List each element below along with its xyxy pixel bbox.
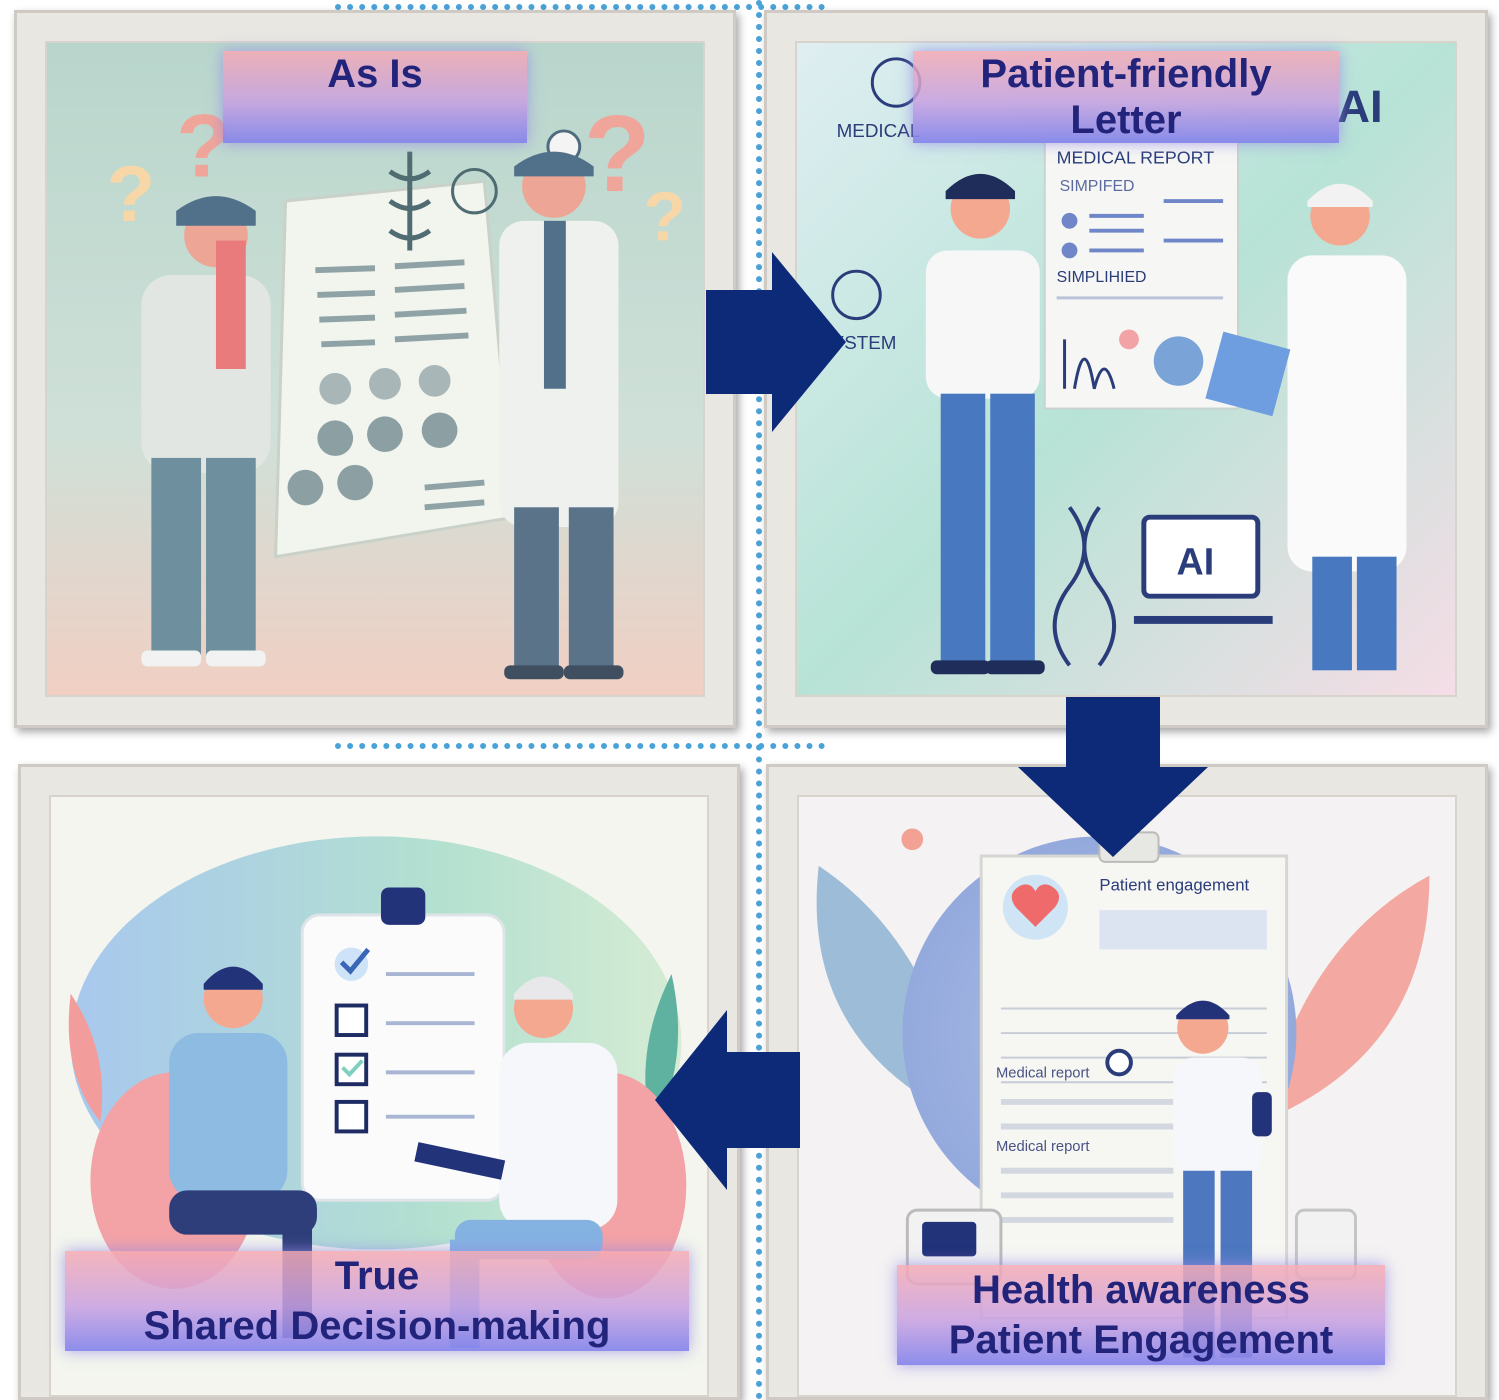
health-awareness-title-line2: Patient Engagement xyxy=(948,1318,1334,1362)
patient-figure xyxy=(925,173,1045,675)
system-label: YSTEM xyxy=(832,332,897,353)
heart-checkbox-icon xyxy=(334,1099,369,1134)
patient-figure xyxy=(169,966,317,1338)
caduceus-icon xyxy=(388,151,432,251)
health-awareness-title: Health awareness Patient Engagement xyxy=(897,1265,1385,1365)
heartbeat-icon xyxy=(831,269,882,321)
as-is-illustration: ? ? ? ? xyxy=(45,41,705,697)
ai-corner-label: AI xyxy=(1337,81,1383,132)
patient-friendly-title-line1: Patient-friendly xyxy=(980,52,1272,96)
dotted-divider-top xyxy=(335,4,825,10)
medical-report-label: Medical report xyxy=(996,1065,1090,1081)
panel-shared-decision-making: True Shared Decision-making xyxy=(18,764,740,1400)
dna-icon xyxy=(1052,506,1117,667)
arrow-left-icon xyxy=(655,1010,800,1190)
as-is-title: As Is xyxy=(223,51,527,143)
question-mark-icon: ? xyxy=(643,178,686,256)
shared-decision-title-line1: True xyxy=(334,1254,420,1298)
panel-health-awareness: Patient engagement Medical report Medica… xyxy=(766,764,1488,1400)
question-mark-icon: ? xyxy=(107,149,156,238)
ai-monitor-label: AI xyxy=(1177,541,1215,583)
simplified-report: MEDICAL REPORT SIMPIFED SIMPLIHIED xyxy=(1043,140,1239,410)
dotted-divider-middle xyxy=(335,743,825,749)
heartbeat-icon xyxy=(451,167,498,215)
question-mark-icon: ? xyxy=(176,96,231,196)
panel-as-is: ? ? ? ? xyxy=(14,10,736,728)
patient-friendly-title: Patient-friendly Letter xyxy=(913,51,1339,143)
shared-decision-illustration xyxy=(49,795,709,1397)
decision-clipboard xyxy=(300,887,506,1202)
arrow-down-icon xyxy=(1018,697,1208,857)
medical-report-label: Medical report xyxy=(996,1139,1090,1155)
doctor-figure xyxy=(499,129,624,680)
medical-report-heading: MEDICAL REPORT xyxy=(1057,148,1215,168)
dotted-divider-vertical xyxy=(756,0,762,1400)
long-medical-document xyxy=(274,151,516,559)
question-mark-icon: ? xyxy=(584,93,651,215)
medical-label: MEDICAL xyxy=(837,120,921,141)
doctor-figure xyxy=(1205,183,1407,671)
heart-icon xyxy=(1002,874,1068,940)
patient-figure xyxy=(141,196,271,667)
check-icon xyxy=(334,947,371,981)
panel-patient-friendly-letter: MEDICAL YSTEM AI MEDICAL REPORT SIMPIFED… xyxy=(764,10,1488,728)
patient-friendly-title-line2: Letter xyxy=(1070,98,1182,142)
shared-decision-title: True Shared Decision-making xyxy=(65,1251,689,1351)
check-icon xyxy=(334,1003,369,1037)
engagement-doc-title: Patient engagement xyxy=(1099,875,1249,894)
simplified-label: SIMPLIHIED xyxy=(1057,269,1147,286)
arrow-right-icon xyxy=(706,252,846,432)
patient-friendly-illustration: MEDICAL YSTEM AI MEDICAL REPORT SIMPIFED… xyxy=(795,41,1457,697)
shared-decision-title-line2: Shared Decision-making xyxy=(143,1304,611,1348)
health-awareness-title-line1: Health awareness xyxy=(972,1268,1310,1312)
ai-monitor: AI xyxy=(1133,514,1273,624)
as-is-title-text: As Is xyxy=(327,52,423,96)
simplified-label: SIMPIFED xyxy=(1060,178,1135,195)
